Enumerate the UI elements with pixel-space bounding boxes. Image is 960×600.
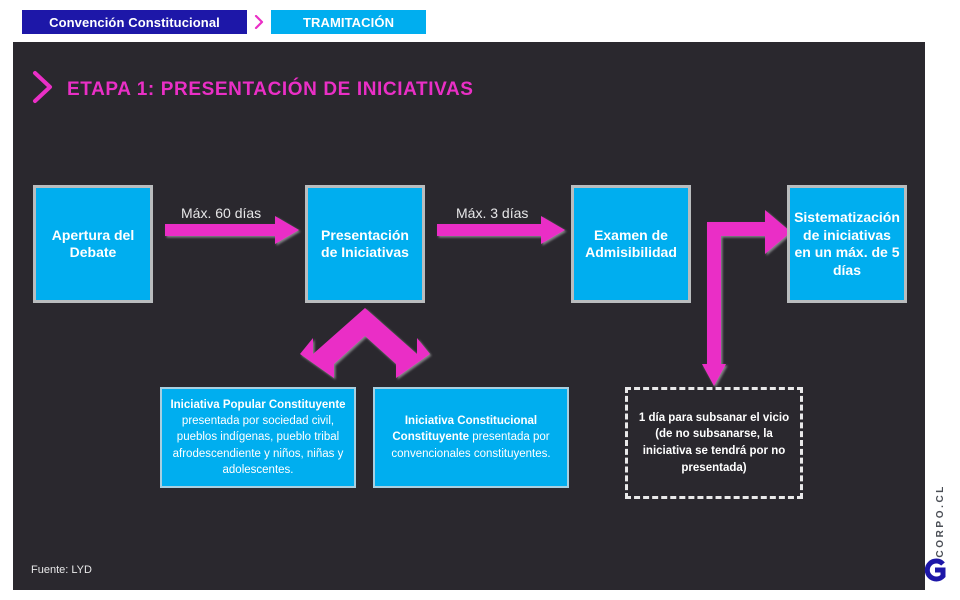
breadcrumb-primary-label: Convención Constitucional: [49, 14, 220, 30]
arrow-label-max-3-dias: Máx. 3 días: [456, 205, 529, 221]
detail-box-rest-text: presentada por sociedad civil, pueblos i…: [172, 415, 344, 476]
arrow-examen-split: [702, 210, 791, 386]
detail-box-bold-text: Iniciativa Popular Constituyente: [170, 398, 346, 411]
breadcrumb-secondary-label: TRAMITACIÓN: [302, 14, 395, 30]
source-note: Fuente: LYD: [31, 564, 92, 576]
detail-box-text: Iniciativa Constitucional Constituyente …: [383, 413, 559, 462]
detail-box-rest-text: presentada por convencionales constituye…: [391, 431, 551, 460]
process-box-presentacion-de-iniciativas[interactable]: Presentación de Iniciativas: [305, 185, 425, 303]
corpo-c-icon: [922, 557, 948, 588]
slide-panel: ETAPA 1: PRESENTACIÓN DE INICIATIVAS: [13, 42, 925, 590]
page-title-row: ETAPA 1: PRESENTACIÓN DE INICIATIVAS: [31, 70, 474, 109]
breadcrumb: Convención Constitucional TRAMITACIÓN: [22, 10, 426, 34]
detail-box-iniciativa-constitucional-constituyente[interactable]: Iniciativa Constitucional Constituyente …: [373, 387, 569, 488]
detail-box-text: Iniciativa Popular Constituyente present…: [170, 397, 346, 479]
detail-box-subsanar-vicio[interactable]: 1 día para subsanar el vicio (de no subs…: [625, 387, 803, 499]
corpo-logo-text: CORPO.CL: [935, 484, 946, 558]
breadcrumb-separator: [247, 10, 271, 34]
detail-box-text: 1 día para subsanar el vicio (de no subs…: [638, 411, 790, 474]
process-box-label: Apertura del Debate: [51, 226, 135, 261]
chevron-right-icon: [254, 15, 264, 29]
corpo-logo: CORPO.CL: [918, 482, 952, 592]
breadcrumb-tab-tramitacion[interactable]: TRAMITACIÓN: [271, 10, 426, 34]
chevron-right-icon: [31, 70, 55, 109]
breadcrumb-tab-convencion-constitucional[interactable]: Convención Constitucional: [22, 10, 247, 34]
process-box-sistematizacion[interactable]: Sistematización de iniciativas en un máx…: [787, 185, 907, 303]
process-box-examen-de-admisibilidad[interactable]: Examen de Admisibilidad: [571, 185, 691, 303]
detail-box-bold-text: Iniciativa Constitucional Constituyente: [392, 415, 538, 444]
arrow-branch-up-chevron: [300, 308, 430, 378]
process-box-label: Examen de Admisibilidad: [585, 226, 677, 261]
process-box-label: Sistematización de iniciativas en un máx…: [794, 209, 900, 278]
process-box-apertura-del-debate[interactable]: Apertura del Debate: [33, 185, 153, 303]
page-title: ETAPA 1: PRESENTACIÓN DE INICIATIVAS: [67, 78, 474, 100]
arrow-label-max-60-dias: Máx. 60 días: [181, 205, 262, 221]
process-box-label: Presentación de Iniciativas: [321, 226, 409, 261]
flow-arrow-layer: [165, 210, 791, 386]
detail-box-iniciativa-popular-constituyente[interactable]: Iniciativa Popular Constituyente present…: [160, 387, 356, 488]
